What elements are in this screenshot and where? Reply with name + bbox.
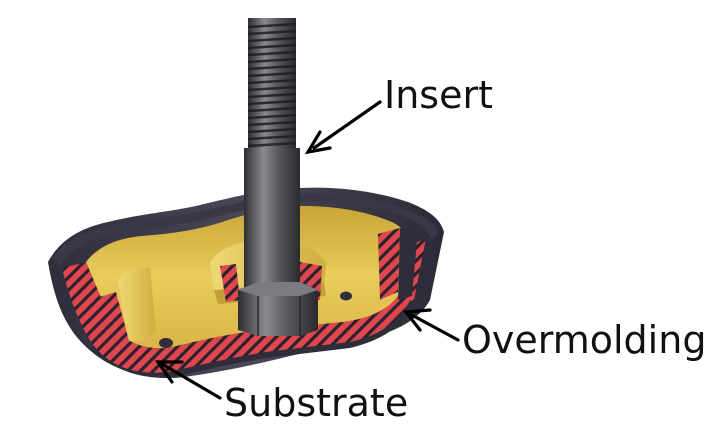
arrow-icon <box>304 100 382 155</box>
label-substrate: Substrate <box>224 381 409 425</box>
label-overmolding: Overmolding <box>462 318 707 362</box>
arrow-icon <box>402 308 460 342</box>
arrow-icon <box>154 360 222 400</box>
substrate-section <box>62 228 426 378</box>
insert-bolt <box>238 18 318 336</box>
label-insert: Insert <box>384 73 493 117</box>
